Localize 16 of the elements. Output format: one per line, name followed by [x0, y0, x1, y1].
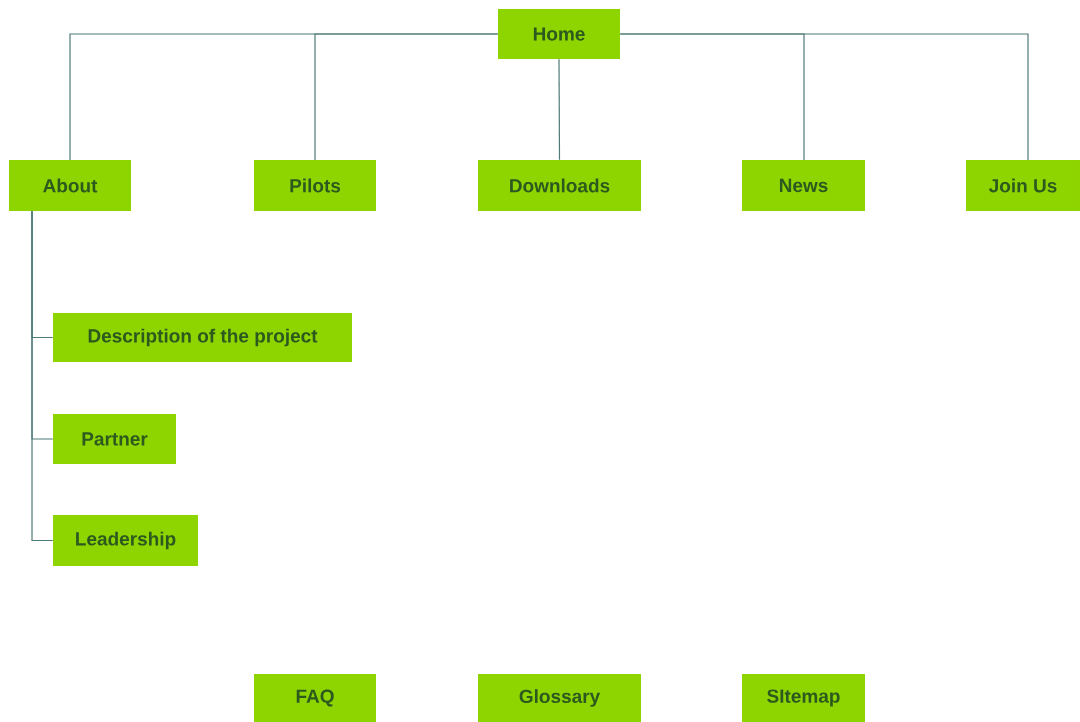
connector-line	[31, 210, 54, 542]
connector-line	[314, 33, 499, 161]
page-box: About	[9, 160, 131, 211]
page-box: Description of the project	[53, 313, 352, 362]
page-box: Leadership	[53, 515, 198, 566]
page-box: FAQ	[254, 674, 376, 722]
connector-line	[558, 58, 561, 161]
page-box: News	[742, 160, 865, 211]
page-box: Partner	[53, 414, 176, 464]
page-box: SItemap	[742, 674, 865, 722]
page-box: Glossary	[478, 674, 641, 722]
page-box: Pilots	[254, 160, 376, 211]
page-box: Downloads	[478, 160, 641, 211]
page-box: Join Us	[966, 160, 1080, 211]
page-box: Home	[498, 9, 620, 59]
connector-line	[619, 33, 1029, 161]
